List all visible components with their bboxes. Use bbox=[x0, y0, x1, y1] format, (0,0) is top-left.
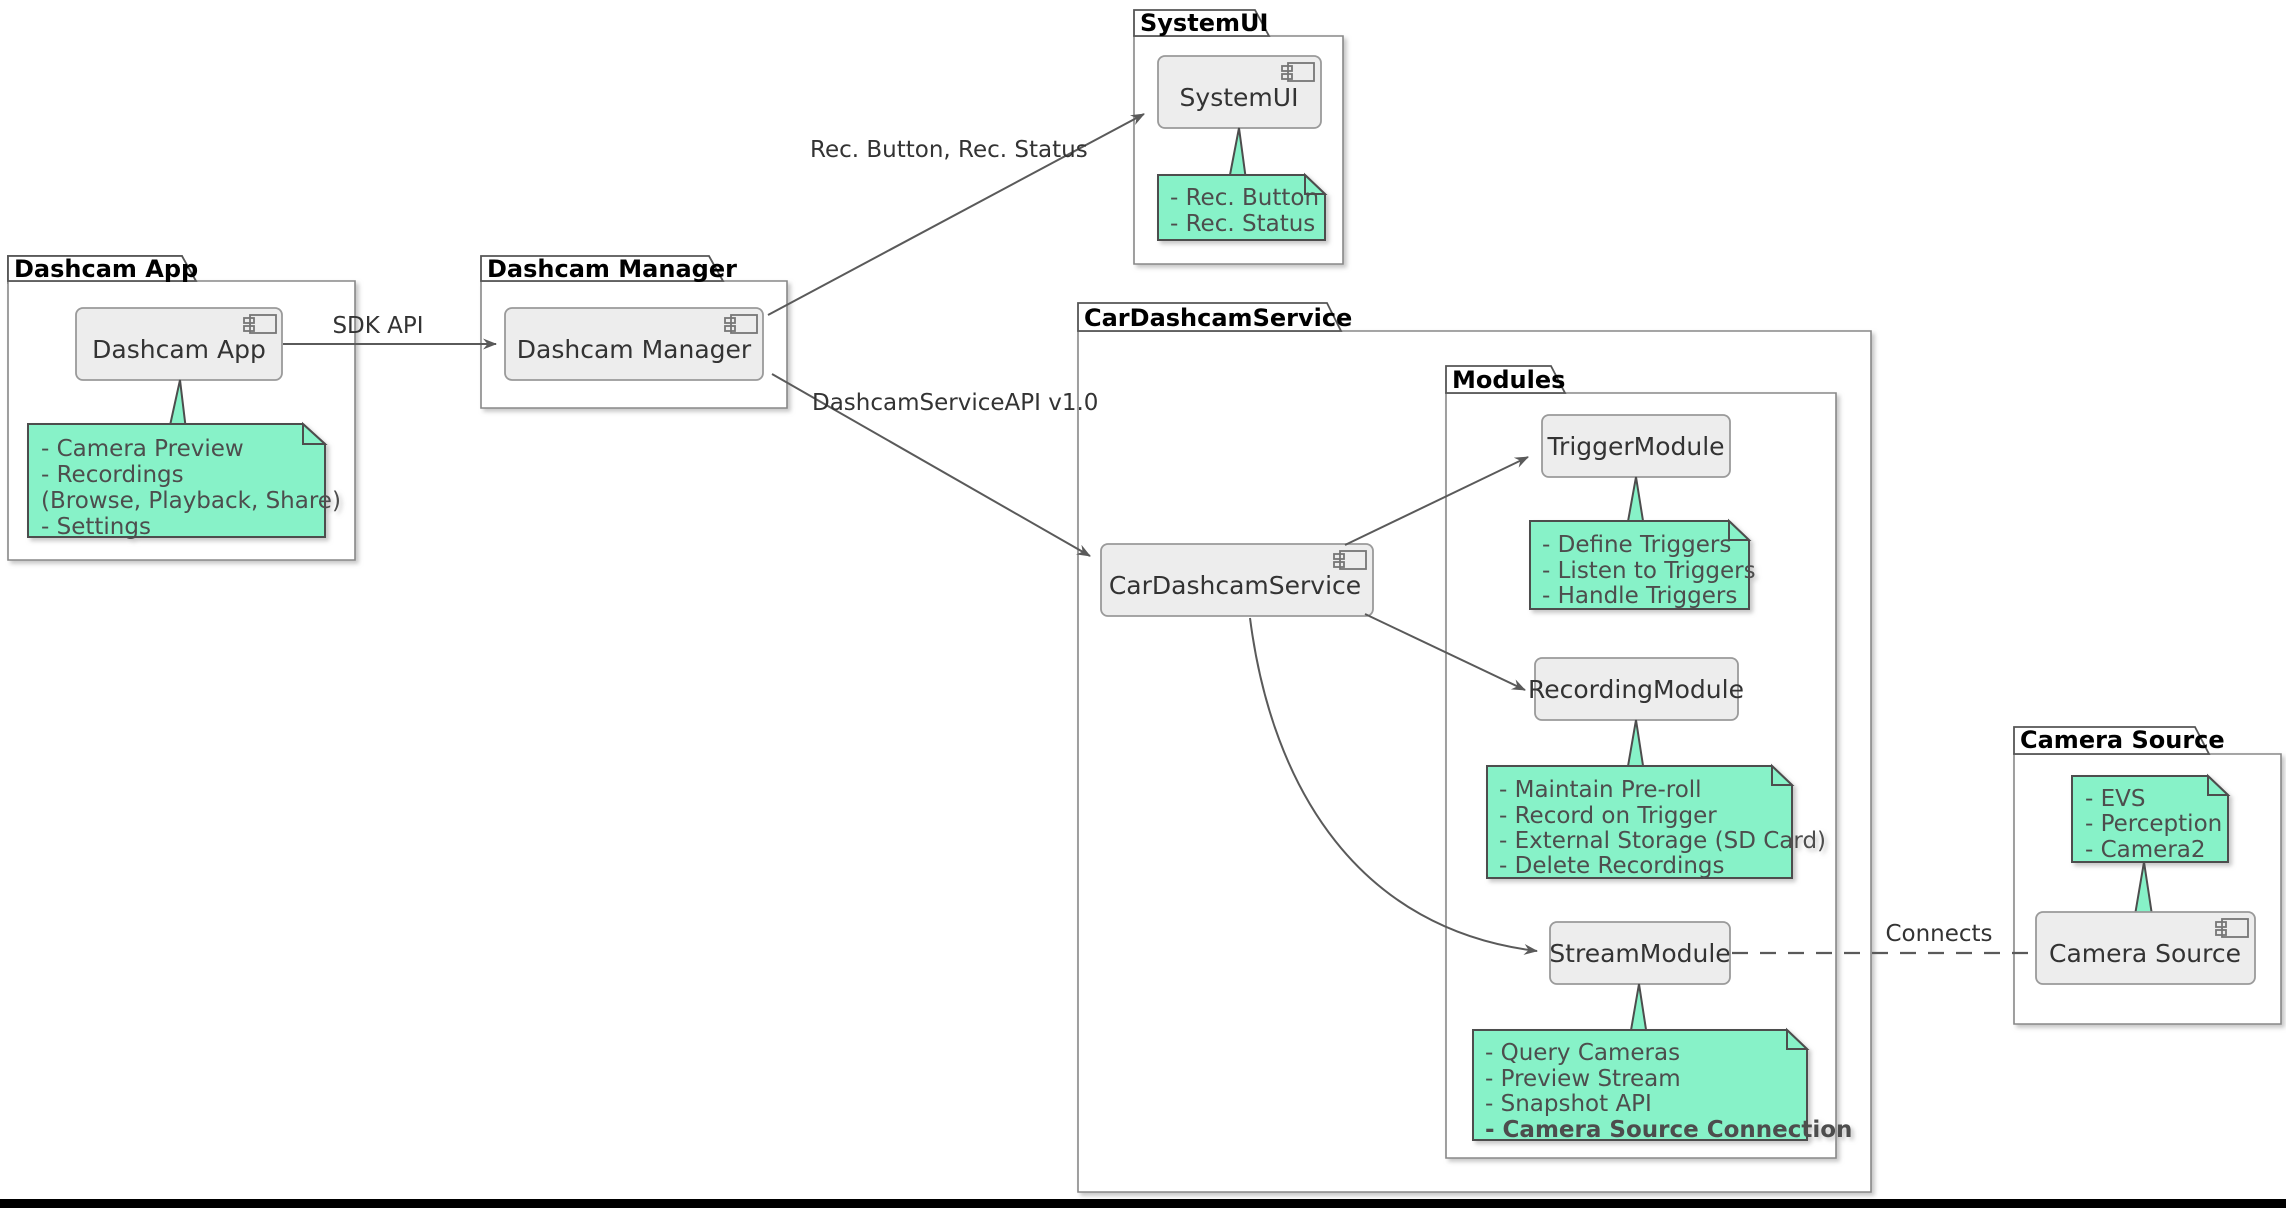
note-line: - Settings bbox=[41, 514, 151, 540]
edge-line-to-recording bbox=[1364, 613, 1526, 691]
note-line: - Handle Triggers bbox=[1542, 583, 1737, 609]
package-tab-modules bbox=[1445, 365, 1567, 394]
edge-line-to-trigger bbox=[1344, 456, 1529, 546]
edge-label-dashcamserviceapi: DashcamServiceAPI v1.0 bbox=[812, 390, 1098, 416]
component-label-recording-module: RecordingModule bbox=[1528, 675, 1744, 704]
component-box-camera-source bbox=[2035, 911, 2256, 985]
note-box-recording-module bbox=[1486, 765, 1793, 879]
component-label-trigger-module: TriggerModule bbox=[1546, 432, 1724, 461]
component-label-dashcam-app: Dashcam App bbox=[92, 335, 266, 364]
note-recording-module[interactable]: - Maintain Pre-roll - Record on Trigger … bbox=[1486, 763, 1826, 879]
note-line: - Maintain Pre-roll bbox=[1499, 777, 1702, 803]
package-camera-source[interactable]: Camera Source - EVS - Perception - Camer… bbox=[2013, 726, 2282, 1025]
note-fold-dashcam-app bbox=[302, 421, 328, 445]
note-line: - Perception bbox=[2085, 811, 2222, 837]
component-camera-source[interactable]: Camera Source bbox=[2035, 911, 2256, 985]
edge-to-recording[interactable] bbox=[1364, 613, 1526, 691]
note-fold-recording-module bbox=[1771, 763, 1795, 786]
note-fold-camera-source bbox=[2207, 773, 2231, 796]
edge-dashcamserviceapi[interactable]: DashcamServiceAPI v1.0 bbox=[771, 373, 1098, 557]
note-line: - Preview Stream bbox=[1485, 1066, 1681, 1092]
edge-label-rec-button-status: Rec. Button, Rec. Status bbox=[810, 137, 1088, 163]
component-recording-module[interactable]: RecordingModule bbox=[1528, 657, 1744, 721]
note-line: - Rec. Status bbox=[1170, 211, 1315, 237]
note-line: (Browse, Playback, Share) bbox=[41, 488, 341, 514]
edge-line-to-stream bbox=[1249, 617, 1538, 955]
note-box-stream-module bbox=[1472, 1029, 1808, 1141]
package-dashcam-manager[interactable]: Dashcam Manager Dashcam Manager bbox=[480, 255, 788, 409]
package-systemui[interactable]: SystemUI SystemUI - Rec. Button - Rec. S… bbox=[1133, 9, 1344, 265]
edge-line-dashcamserviceapi bbox=[771, 373, 1091, 557]
note-line: - Delete Recordings bbox=[1499, 853, 1725, 879]
component-cardashcamservice[interactable]: CarDashcamService bbox=[1100, 543, 1374, 617]
note-fold-systemui bbox=[1304, 172, 1328, 195]
note-stream-module[interactable]: - Query Cameras - Preview Stream - Snaps… bbox=[1472, 1027, 1852, 1143]
component-icon bbox=[243, 314, 277, 334]
package-tab-cardashcamservice bbox=[1077, 302, 1343, 332]
component-icon bbox=[1281, 62, 1315, 82]
component-dashcam-manager[interactable]: Dashcam Manager bbox=[504, 307, 764, 381]
note-line: - Record on Trigger bbox=[1499, 803, 1717, 829]
note-box-systemui bbox=[1157, 174, 1326, 241]
note-line: - Query Cameras bbox=[1485, 1040, 1680, 1066]
bottom-scrollbar[interactable] bbox=[0, 1199, 2286, 1208]
component-systemui[interactable]: SystemUI bbox=[1157, 55, 1322, 129]
component-icon bbox=[1333, 550, 1367, 570]
note-fold-trigger-module bbox=[1728, 518, 1752, 541]
note-line: - EVS bbox=[2085, 786, 2145, 812]
note-line: - Listen to Triggers bbox=[1542, 558, 1756, 584]
package-label-dashcam-manager: Dashcam Manager bbox=[487, 255, 737, 283]
note-line: - Rec. Button bbox=[1170, 185, 1319, 211]
note-trigger-module[interactable]: - Define Triggers - Listen to Triggers -… bbox=[1529, 518, 1756, 610]
component-trigger-module[interactable]: TriggerModule bbox=[1541, 414, 1731, 478]
edge-to-stream[interactable] bbox=[1249, 617, 1538, 955]
package-label-modules: Modules bbox=[1452, 366, 1565, 394]
edge-to-trigger[interactable] bbox=[1344, 456, 1529, 546]
package-modules[interactable]: Modules TriggerModule - Define Triggers … bbox=[1445, 365, 1852, 1159]
package-label-dashcam-app: Dashcam App bbox=[14, 255, 198, 283]
package-label-camera-source: Camera Source bbox=[2020, 726, 2225, 754]
component-box-cardashcamservice bbox=[1100, 543, 1374, 617]
component-label-camera-source: Camera Source bbox=[2049, 939, 2241, 968]
note-line: - Snapshot API bbox=[1485, 1091, 1652, 1117]
package-tab-camera-source bbox=[2013, 726, 2211, 755]
component-box-dashcam-manager bbox=[504, 307, 764, 381]
package-tab-dashcam-manager bbox=[480, 255, 725, 282]
package-cardashcamservice[interactable]: CarDashcamService CarDashcamService Modu… bbox=[1077, 302, 1872, 1193]
component-label-dashcam-manager: Dashcam Manager bbox=[517, 335, 752, 364]
note-box-camera-source bbox=[2071, 775, 2229, 863]
edge-sdk-api[interactable]: SDK API bbox=[283, 313, 497, 350]
component-label-systemui: SystemUI bbox=[1180, 83, 1299, 112]
note-line: - Camera2 bbox=[2085, 837, 2206, 863]
edge-connects[interactable]: Connects bbox=[1732, 921, 2034, 955]
package-label-systemui: SystemUI bbox=[1140, 9, 1268, 37]
note-line: - Define Triggers bbox=[1542, 532, 1731, 558]
note-fold-stream-module bbox=[1786, 1027, 1810, 1050]
component-label-cardashcamservice: CarDashcamService bbox=[1109, 571, 1361, 600]
package-tab-outline-dashcam-app bbox=[7, 255, 198, 282]
component-stream-module[interactable]: StreamModule bbox=[1549, 921, 1731, 985]
note-line: - Recordings bbox=[41, 462, 184, 488]
note-line: - External Storage (SD Card) bbox=[1499, 828, 1826, 854]
edge-line-rec-button-status bbox=[767, 113, 1145, 316]
note-box-trigger-module bbox=[1529, 520, 1750, 610]
note-line: - Camera Source Connection bbox=[1485, 1117, 1852, 1143]
edge-label-connects: Connects bbox=[1885, 921, 1992, 947]
component-label-stream-module: StreamModule bbox=[1549, 939, 1730, 968]
component-icon bbox=[2215, 918, 2249, 938]
note-dashcam-app[interactable]: - Camera Preview - Recordings (Browse, P… bbox=[27, 421, 341, 540]
edge-rec-button-status[interactable]: Rec. Button, Rec. Status bbox=[767, 113, 1145, 316]
package-dashcam-app[interactable]: Dashcam App Dashcam App - Camera Preview… bbox=[7, 255, 356, 561]
note-systemui[interactable]: - Rec. Button - Rec. Status bbox=[1157, 172, 1328, 241]
edge-label-sdk-api: SDK API bbox=[332, 313, 423, 339]
note-box-dashcam-app bbox=[27, 423, 326, 538]
note-camera-source[interactable]: - EVS - Perception - Camera2 bbox=[2071, 773, 2231, 863]
package-tab-systemui bbox=[1133, 9, 1271, 37]
component-icon bbox=[724, 314, 758, 334]
component-dashcam-app[interactable]: Dashcam App bbox=[75, 307, 283, 381]
note-line: - Camera Preview bbox=[41, 436, 244, 462]
package-label-cardashcamservice: CarDashcamService bbox=[1084, 304, 1352, 332]
